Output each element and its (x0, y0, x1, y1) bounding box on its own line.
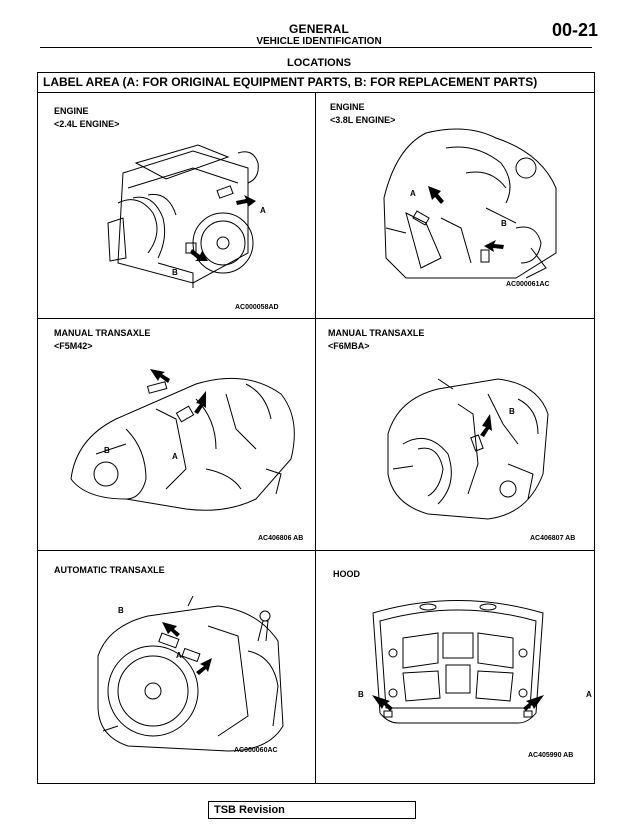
divider-row-1 (38, 318, 594, 319)
panel-label: ENGINE<2.4L ENGINE> (54, 106, 120, 129)
callout-b: B (118, 606, 124, 615)
header-subtitle: VEHICLE IDENTIFICATION (256, 36, 382, 47)
callout-b: B (172, 268, 178, 277)
callout-b: B (501, 219, 507, 228)
hood-illustration (372, 600, 544, 724)
panel-manual-transaxle-f5m42: MANUAL TRANSAXLE<F5M42> B (38, 319, 315, 550)
figure-code: AC000058AD (235, 304, 279, 311)
panel-label: AUTOMATIC TRANSAXLE (54, 565, 165, 575)
tsb-revision-box: TSB Revision (208, 801, 416, 819)
panel-automatic-transaxle: AUTOMATIC TRANSAXLE B (38, 551, 315, 783)
figure-code: AC406807 AB (530, 535, 576, 542)
callout-b: B (104, 446, 110, 455)
figure-code: AC405990 AB (528, 752, 574, 759)
callout-a: A (410, 189, 416, 198)
label-area-frame: LABEL AREA (A: FOR ORIGINAL EQUIPMENT PA… (37, 72, 595, 784)
callout-a: A (260, 206, 266, 215)
panel-label: MANUAL TRANSAXLE<F6MBA> (328, 328, 425, 351)
panel-manual-transaxle-f6mba: MANUAL TRANSAXLE<F6MBA> B AC406807 AB (316, 319, 595, 550)
callout-a: A (586, 690, 592, 699)
panel-label: HOOD (333, 569, 360, 579)
section-heading: LOCATIONS (287, 57, 351, 69)
divider-column (315, 92, 316, 783)
header-title: GENERAL (288, 22, 350, 36)
divider-row-2 (38, 550, 594, 551)
panel-label: MANUAL TRANSAXLE<F5M42> (54, 328, 151, 351)
panel-engine-3-8l: ENGINE<3.8L ENGINE> A B (316, 93, 595, 318)
panel-hood: HOOD (316, 551, 595, 783)
callout-b: B (509, 407, 515, 416)
callout-b: B (358, 690, 364, 699)
panel-engine-2-4l: ENGINE<2.4L ENGINE> (38, 93, 315, 318)
callout-a: A (172, 452, 178, 461)
header-rule (40, 47, 592, 48)
f5m42-transaxle-illustration (70, 369, 295, 511)
engine-2-4l-illustration (107, 144, 259, 288)
figure-code: AC406806 AB (258, 535, 304, 542)
page-number: 00-21 (551, 20, 598, 40)
automatic-transaxle-illustration (97, 596, 284, 752)
figure-code: AC000061AC (506, 281, 550, 288)
panel-label: ENGINE<3.8L ENGINE> (330, 102, 396, 125)
engine-3-8l-illustration (383, 128, 557, 279)
f6mba-transaxle-illustration (387, 378, 549, 520)
divider-title (38, 92, 594, 93)
at-illustration-clip (88, 596, 298, 756)
callout-a: A (176, 651, 182, 660)
figure-code: AC000060AC (234, 747, 278, 754)
tsb-revision-label: TSB Revision (214, 804, 285, 816)
frame-title: LABEL AREA (A: FOR ORIGINAL EQUIPMENT PA… (43, 75, 538, 89)
